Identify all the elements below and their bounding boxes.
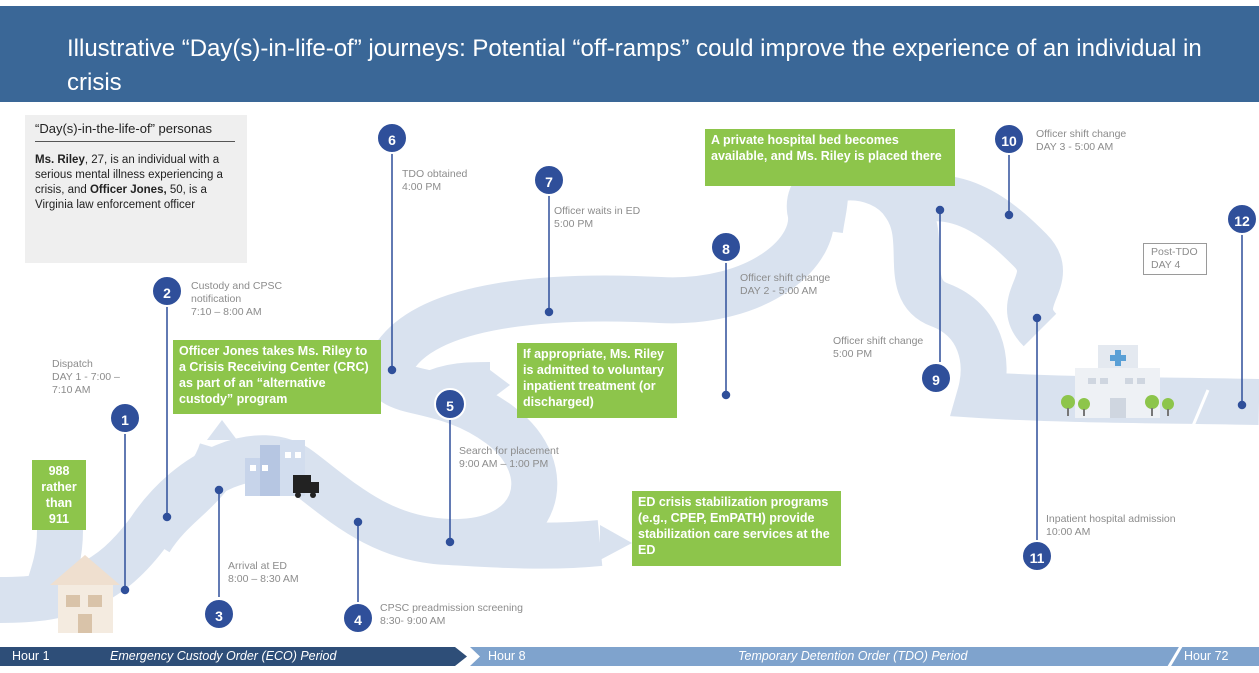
road-voluntary-branch [419, 362, 491, 417]
step-2-badge: 2 [151, 275, 183, 307]
timeline-tdo-period: Temporary Detention Order (TDO) Period [738, 649, 968, 663]
arrow-bed [808, 182, 842, 200]
hospital-icon [1061, 345, 1174, 418]
offramp-ed-programs: ED crisis stabilization programs (e.g., … [632, 491, 841, 566]
persona-heading: “Day(s)-in-the-life-of” personas [35, 121, 235, 142]
road-bed-branch [797, 194, 848, 234]
timeline-tdo-bar [470, 647, 1259, 666]
arrow-ed [600, 525, 632, 560]
persona-box: “Day(s)-in-the-life-of” personas Ms. Ril… [25, 115, 247, 263]
offramp-voluntary: If appropriate, Ms. Riley is admitted to… [517, 343, 677, 418]
step-8-badge: 8 [710, 231, 742, 263]
page-title: Illustrative “Day(s)-in-life-of” journey… [67, 35, 1202, 96]
timeline-eco-bar [0, 647, 467, 666]
timeline-hour-8: Hour 8 [488, 649, 526, 663]
title-banner: Illustrative “Day(s)-in-life-of” journey… [0, 6, 1259, 102]
road-988-branch [23, 529, 83, 608]
step-3-badge: 3 [203, 598, 235, 630]
offramp-private-bed: A private hospital bed becomes available… [705, 129, 955, 186]
step-12-badge: 12 [1226, 203, 1258, 235]
house-icon [50, 555, 120, 633]
road-ed-branch [448, 519, 603, 569]
jones-text: 50, is a Virginia law enforcement office… [35, 184, 207, 211]
step-11-badge: 11 [1021, 540, 1053, 572]
arrow-voluntary [490, 370, 510, 400]
jones-name: Officer Jones, [89, 184, 167, 196]
offramp-crc: Officer Jones takes Ms. Riley to a Crisi… [173, 340, 381, 414]
timeline-hour-72: Hour 72 [1184, 649, 1229, 663]
road-crc-branch [130, 442, 245, 553]
building-icon [245, 440, 305, 496]
step-5-badge: 5 [434, 388, 466, 420]
truck-icon [293, 475, 319, 498]
step-1-badge: 1 [109, 402, 141, 434]
step-10-badge: 10 [993, 123, 1025, 155]
road-loop-path [895, 175, 1063, 347]
arrow-crc [207, 420, 237, 440]
step-9-badge: 9 [920, 362, 952, 394]
offramp-988: 988 rather than 911 [32, 460, 86, 530]
timeline-hour-1: Hour 1 [12, 649, 50, 663]
step-6-badge: 6 [376, 122, 408, 154]
timeline-eco-period: Emergency Custody Order (ECO) Period [110, 649, 337, 663]
step-4-badge: 4 [342, 602, 374, 634]
riley-name: Ms. Riley [35, 154, 85, 166]
persona-description: Ms. Riley, 27, is an individual with a s… [35, 153, 235, 213]
riley-text: , 27, is an individual with a serious me… [35, 154, 223, 196]
step-7-badge: 7 [533, 164, 565, 196]
